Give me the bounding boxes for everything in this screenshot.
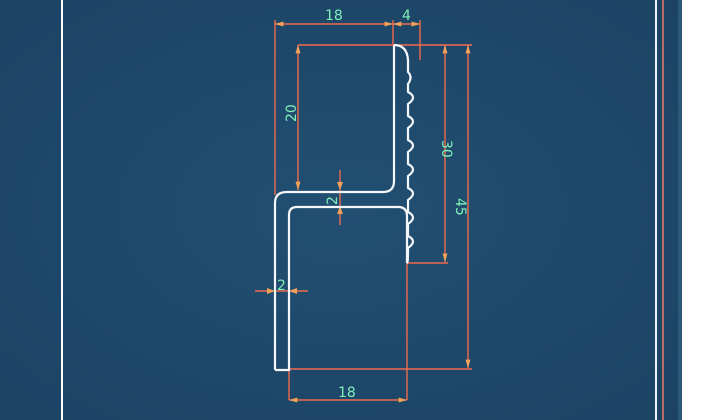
- dim-upper-height: 20: [284, 104, 300, 122]
- dim-serrated-height: 30: [438, 140, 454, 158]
- dim-total-height: 45: [452, 198, 468, 216]
- page-margin: [682, 0, 709, 420]
- dim-flange-thickness: 2: [325, 196, 341, 205]
- dim-top-width: 18: [325, 8, 343, 24]
- dim-wall-thickness: 2: [277, 278, 286, 294]
- dim-top-lip: 4: [402, 8, 411, 24]
- dim-bottom-width: 18: [338, 385, 356, 401]
- dimension-lines: [255, 20, 472, 403]
- dimension-texts: 18 4 20 2 30 45 2 18: [277, 8, 468, 401]
- profile-outline: [273, 43, 415, 372]
- dimension-arrows: [267, 182, 343, 294]
